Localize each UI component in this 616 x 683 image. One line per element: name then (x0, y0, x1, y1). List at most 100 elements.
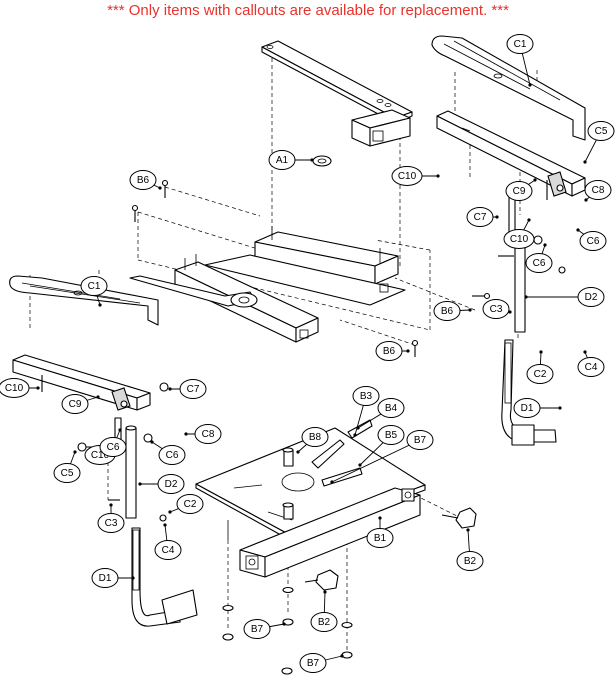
callout-arrow-tip (98, 303, 102, 307)
callout-label: C1 (514, 39, 527, 50)
callout-bubble (466, 207, 494, 227)
callout-b1: B1 (366, 516, 394, 548)
callout-label: B7 (251, 624, 264, 635)
callout-label: C4 (162, 545, 175, 556)
callout-bubble (505, 181, 533, 201)
callout-label: C6 (587, 236, 600, 247)
callout-bubble (377, 425, 405, 445)
callout-c2-left: C2 (168, 494, 204, 514)
b2-knobs (304, 507, 477, 591)
callout-c3-left: C3 (97, 503, 125, 533)
callout-bubble (154, 540, 182, 560)
callout-c7-left: C7 (168, 379, 207, 399)
callout-c8-left: C8 (184, 424, 222, 444)
callout-bubble (99, 437, 127, 457)
callout-bubble (301, 427, 329, 447)
callout-arrow-tip (36, 386, 40, 390)
callout-b6-a: B6 (129, 170, 162, 190)
callout-label: C2 (534, 369, 547, 380)
seat-slide-assembly (129, 226, 406, 343)
callout-b6-c: B6 (375, 341, 410, 361)
callout-bubble (179, 379, 207, 399)
callout-arrow-tip (527, 218, 531, 222)
callout-label: B6 (137, 175, 150, 186)
callout-bubble (377, 398, 405, 418)
callout-c6-right-a: C6 (576, 228, 607, 251)
b7-fasteners (222, 586, 353, 675)
callout-arrow-tip (558, 406, 562, 410)
callout-arrow-tip (406, 349, 410, 353)
callout-bubble (584, 180, 612, 200)
callout-bubble (158, 445, 186, 465)
callout-c4-left: C4 (154, 523, 182, 560)
callout-d1-right: D1 (513, 398, 562, 418)
callout-label: C6 (166, 450, 179, 461)
callout-arrow-tip (584, 198, 588, 202)
callout-arrow-tip (138, 482, 142, 486)
callout-c6-left-b: C6 (150, 440, 186, 465)
callout-arrow-tip (524, 295, 528, 299)
callout-arrow-tip (118, 428, 122, 432)
callout-arrow-tip (508, 310, 512, 314)
left-tube-post (108, 417, 198, 627)
callout-arrow-tip (356, 426, 360, 430)
callout-bubble (53, 463, 81, 483)
callout-arrow-tip (468, 308, 472, 312)
callout-arrow-tip (163, 523, 167, 527)
a1-washer (312, 155, 332, 167)
callout-b7-a: B7 (330, 430, 434, 484)
callout-arrow-tip (150, 440, 154, 444)
callout-bubble (391, 166, 423, 186)
callout-label: C9 (513, 186, 526, 197)
callout-c10-left-a: C10 (0, 378, 40, 398)
callout-bubble (97, 513, 125, 533)
callout-label: B2 (318, 617, 331, 628)
callout-bubble (366, 528, 394, 548)
callout-arrow-tip (528, 83, 532, 87)
callout-b8: B8 (296, 427, 329, 454)
callout-label: D1 (99, 573, 112, 584)
callout-bubble (513, 398, 541, 418)
callout-b5: B5 (358, 425, 405, 467)
callout-arrow-tip (323, 590, 327, 594)
callout-bubble (503, 229, 535, 249)
callout-label: C9 (69, 399, 82, 410)
callout-label: B1 (374, 533, 387, 544)
callout-bubble (406, 430, 434, 450)
callout-arrow-tip (168, 387, 172, 391)
callout-arrow-tip (436, 174, 440, 178)
callout-arrow-tip (168, 510, 172, 514)
callout-label: B8 (309, 432, 322, 443)
callout-label: C5 (61, 468, 74, 479)
callout-arrow-tip (330, 480, 334, 484)
callout-c9-left: C9 (61, 394, 100, 414)
callout-bubble (157, 474, 185, 494)
callout-b6-b: B6 (433, 301, 472, 321)
callout-label: D1 (521, 403, 534, 414)
callout-b7-b: B7 (243, 619, 286, 639)
callout-arrow-tip (340, 654, 344, 658)
callout-arrow-tip (282, 622, 286, 626)
callout-label: C4 (585, 362, 598, 373)
callout-bubble (268, 150, 296, 170)
callout-bubble (577, 287, 605, 307)
callout-label: B5 (385, 430, 398, 441)
callout-label: C3 (490, 304, 503, 315)
callout-label: C2 (184, 499, 197, 510)
callout-c7-right: C7 (466, 207, 499, 227)
callout-label: C6 (107, 442, 120, 453)
callout-arrow-tip (131, 576, 135, 580)
callout-bubble (375, 341, 403, 361)
callout-b2-a: B2 (456, 528, 484, 571)
callout-arrow-tip (543, 243, 547, 247)
callout-bubble (525, 253, 553, 273)
callout-arrow-tip (310, 158, 314, 162)
callout-bubble (577, 357, 605, 377)
callout-bubble (482, 299, 510, 319)
callout-bubble (176, 494, 204, 514)
callout-bubble (456, 551, 484, 571)
right-armrest-assembly (431, 35, 586, 200)
callout-c6-right-b: C6 (525, 243, 553, 273)
